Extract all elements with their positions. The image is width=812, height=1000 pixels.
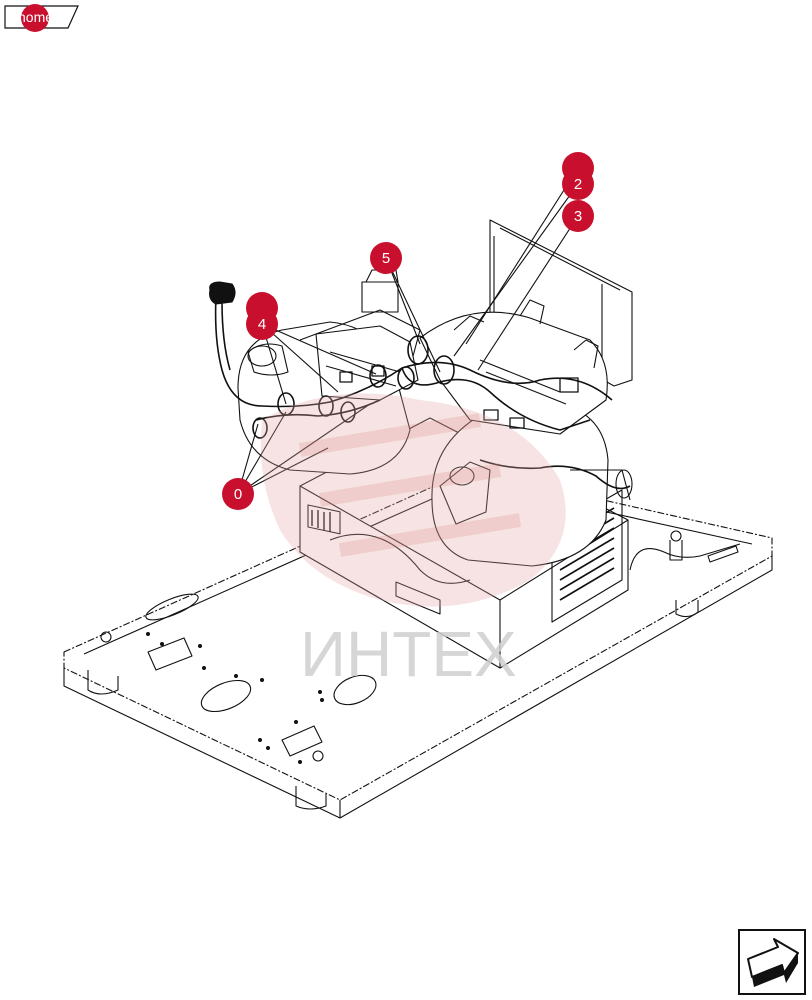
leader-lines <box>237 167 579 495</box>
home-tab-frame <box>4 4 79 32</box>
callout-label: 0 <box>234 486 242 503</box>
callout-5[interactable]: 5 <box>370 242 402 274</box>
watermark-logo <box>260 393 566 607</box>
watermark-text: ИНТЕХ <box>300 618 517 690</box>
next-page-button[interactable] <box>738 929 806 995</box>
callout-label: 3 <box>574 208 582 225</box>
home-label: home <box>18 9 54 25</box>
wiring-harness <box>214 295 631 490</box>
callout-4[interactable]: 4 <box>246 308 278 340</box>
callout-3[interactable]: 3 <box>562 200 594 232</box>
callout-label: 4 <box>258 316 266 333</box>
callout-label: 2 <box>574 176 582 193</box>
arrow-next-icon <box>738 929 806 995</box>
callout-0[interactable]: 0 <box>222 478 254 510</box>
callout-2[interactable]: 2 <box>562 168 594 200</box>
sensor-cap <box>209 281 236 305</box>
callout-label: 5 <box>382 250 390 267</box>
home-button[interactable]: home <box>4 4 80 32</box>
tank-right <box>431 403 609 567</box>
bolt-heads <box>100 530 683 762</box>
